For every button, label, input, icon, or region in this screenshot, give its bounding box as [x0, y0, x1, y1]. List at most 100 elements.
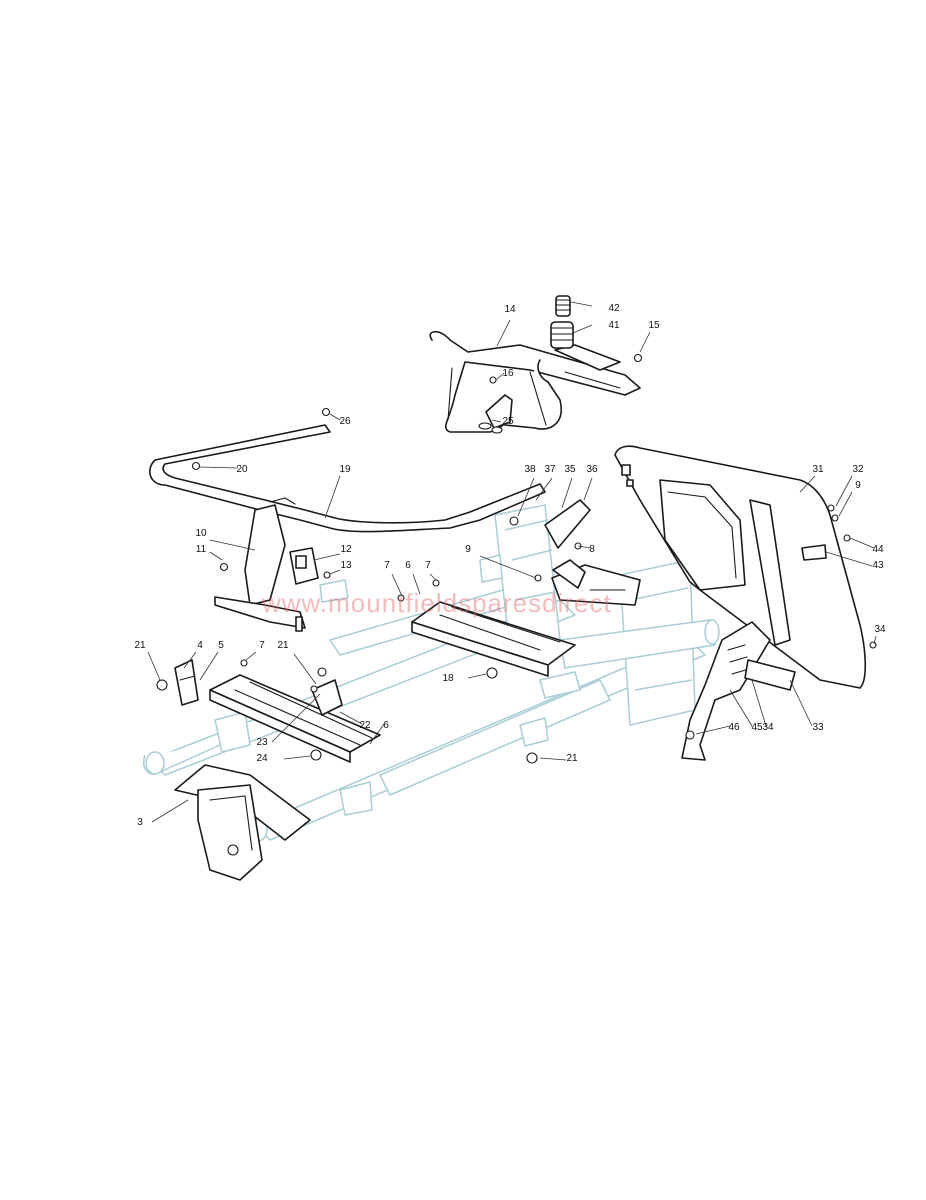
callout-leader-9: [479, 555, 537, 579]
callout-leader-12: [313, 553, 341, 561]
callout-label-31: 31: [812, 464, 824, 475]
bolt-15: [633, 353, 643, 363]
callout-leader-10: [209, 539, 256, 551]
callout-leader-21: [539, 757, 567, 761]
callout-leader-8: [577, 545, 591, 549]
callout-leader-43: [825, 551, 873, 567]
callout-label-32: 32: [852, 464, 864, 475]
callout-label-22: 22: [359, 720, 371, 731]
callout-label-21: 21: [134, 640, 146, 651]
callout-leader-31: [799, 475, 816, 493]
callout-label-19: 19: [339, 464, 351, 475]
callout-leader-32: [835, 475, 853, 507]
callout-label-3: 3: [137, 817, 143, 828]
callout-label-26: 26: [339, 416, 351, 427]
callout-label-45: 45: [751, 722, 763, 733]
callout-label-25: 25: [502, 416, 514, 427]
callout-leader-15: [639, 331, 651, 353]
callout-label-12: 12: [340, 544, 352, 555]
watermark-text: www.mountfieldsparesdirect: [261, 588, 612, 618]
callout-label-41: 41: [608, 320, 620, 331]
callout-label-38: 38: [524, 464, 536, 475]
callout-leader-5: [199, 651, 219, 681]
seat-spring: [550, 295, 574, 349]
callout-leader-42: [570, 301, 593, 307]
callout-label-34: 34: [874, 624, 886, 635]
callout-leader-26: [329, 413, 341, 421]
callout-leader-21: [293, 653, 317, 685]
callout-leader-45: [729, 689, 753, 727]
callout-label-5: 5: [218, 640, 224, 651]
callout-leader-38: [517, 477, 535, 517]
callout-leader-41: [572, 324, 593, 334]
callout-label-4: 4: [197, 640, 203, 651]
callout-label-7: 7: [259, 640, 265, 651]
callout-label-9: 9: [855, 480, 861, 491]
callout-label-37: 37: [544, 464, 556, 475]
callout-label-42: 42: [608, 303, 620, 314]
callout-label-23: 23: [256, 737, 268, 748]
front-left-bracket: [156, 659, 199, 706]
callout-label-7: 7: [384, 560, 390, 571]
callout-label-18: 18: [442, 673, 454, 684]
height-adjust-rack: [681, 621, 796, 761]
front-bumper-bracket: [174, 764, 311, 881]
callout-label-11: 11: [196, 544, 207, 555]
callout-label-43: 43: [872, 560, 884, 571]
callout-leader-4: [183, 651, 197, 669]
callout-label-33: 33: [812, 722, 824, 733]
callout-label-24: 24: [256, 753, 268, 764]
callout-label-14: 14: [504, 304, 516, 315]
seat-adjust-bracket: [509, 499, 641, 606]
callout-label-7: 7: [425, 560, 431, 571]
callout-label-10: 10: [195, 528, 207, 539]
callout-leader-44: [849, 537, 875, 549]
callout-label-6: 6: [405, 560, 411, 571]
callout-leader-36: [583, 477, 593, 501]
callout-label-16: 16: [502, 368, 514, 379]
callout-leader-22: [339, 711, 363, 725]
callout-label-36: 36: [586, 464, 598, 475]
callout-label-34: 34: [762, 722, 774, 733]
callout-leader-7: [245, 651, 257, 661]
callout-label-21: 21: [566, 753, 578, 764]
callout-label-44: 44: [872, 544, 884, 555]
callout-leader-34: [751, 679, 767, 727]
callout-label-21: 21: [277, 640, 289, 651]
callout-leader-46: [695, 725, 731, 735]
callout-leader-6: [412, 573, 421, 595]
callout-leader-25: [491, 419, 502, 423]
callout-leader-18: [467, 673, 487, 679]
callout-leader-3: [151, 799, 189, 823]
callout-leader-21: [147, 651, 161, 681]
callout-label-6: 6: [383, 720, 389, 731]
nut-18: [486, 667, 498, 679]
callout-leader-37: [535, 477, 553, 501]
seat-support-frame: [429, 330, 641, 433]
callout-label-9: 9: [465, 544, 471, 555]
nut-21: [526, 752, 538, 764]
callout-leader-24: [283, 755, 311, 760]
callout-label-13: 13: [340, 560, 352, 571]
callout-leader-14: [496, 319, 511, 347]
callout-leader-6: [369, 723, 385, 745]
callout-leader-34: [873, 635, 877, 645]
callout-leader-11: [209, 551, 223, 561]
callout-leader-19: [324, 475, 341, 519]
callout-label-20: 20: [236, 464, 248, 475]
bonnet-support-hoop: [149, 407, 546, 533]
callout-label-8: 8: [589, 544, 595, 555]
callout-label-15: 15: [648, 320, 660, 331]
callout-leader-13: [329, 569, 341, 575]
rear-panel: [614, 445, 877, 689]
callout-leader-35: [561, 477, 573, 509]
callout-leader-9: [838, 491, 853, 517]
callout-leader-7: [429, 573, 437, 581]
steering-column-mount: [214, 504, 331, 632]
front-mount-plate: [209, 659, 381, 763]
callout-label-35: 35: [564, 464, 576, 475]
callout-leader-16: [495, 372, 505, 381]
callout-label-46: 46: [728, 722, 740, 733]
